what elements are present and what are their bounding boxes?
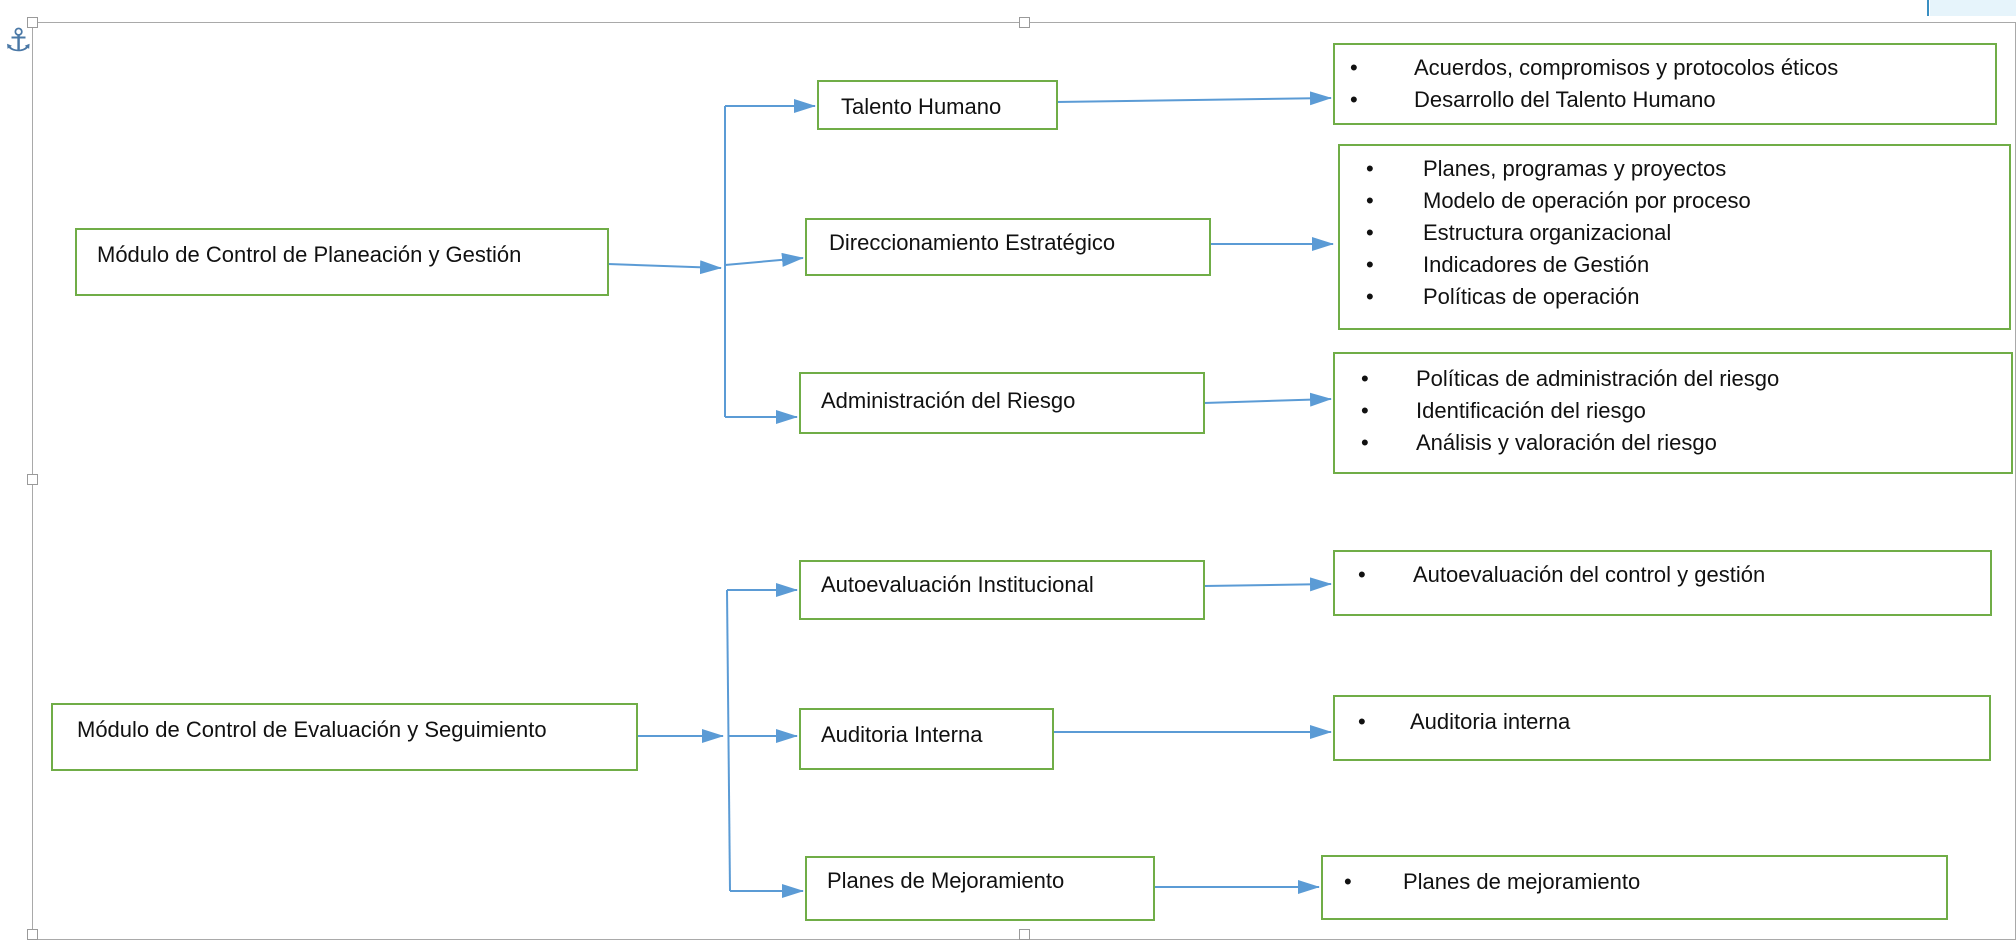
resize-handle-middle-left[interactable] xyxy=(27,474,38,485)
component-title: Talento Humano xyxy=(841,94,1002,119)
module-title: Módulo de Control de Evaluación y Seguim… xyxy=(77,717,547,742)
bullet-icon: • xyxy=(1366,284,1374,309)
component-title: Auditoria Interna xyxy=(821,722,983,747)
module-box-evaluacion-seguimiento[interactable]: Módulo de Control de Evaluación y Seguim… xyxy=(51,703,638,771)
connector-to-direccionamiento xyxy=(724,252,804,267)
elements-box-talento-humano[interactable]: •Acuerdos, compromisos y protocolos étic… xyxy=(1333,43,1997,125)
bullet-icon: • xyxy=(1361,366,1369,391)
bullet-icon: • xyxy=(1366,252,1374,277)
module-title: Módulo de Control de Planeación y Gestió… xyxy=(97,242,522,267)
resize-handle-bottom-center[interactable] xyxy=(1019,929,1030,940)
list-item: •Planes, programas y proyectos xyxy=(1366,156,1727,181)
bullet-icon: • xyxy=(1350,55,1358,80)
list-item: •Acuerdos, compromisos y protocolos étic… xyxy=(1350,55,1839,80)
module-box-planeacion-gestion[interactable]: Módulo de Control de Planeación y Gestió… xyxy=(75,228,609,296)
list-item: •Análisis y valoración del riesgo xyxy=(1361,430,1717,455)
corner-accent-line xyxy=(1927,0,1929,16)
connector-talento-to-list xyxy=(1055,91,1332,106)
component-box-auditoria-interna[interactable]: Auditoria Interna xyxy=(799,708,1054,770)
anchor-icon[interactable]: ⚓ xyxy=(4,21,33,59)
bullet-icon: • xyxy=(1358,709,1366,734)
resize-handle-bottom-left[interactable] xyxy=(27,929,38,940)
component-title: Direccionamiento Estratégico xyxy=(829,230,1116,255)
bullet-icon: • xyxy=(1344,869,1352,894)
component-box-talento-humano[interactable]: Talento Humano xyxy=(817,80,1058,130)
bullet-icon: • xyxy=(1358,562,1366,587)
component-box-administracion-riesgo[interactable]: Administración del Riesgo xyxy=(799,372,1205,434)
connector-module1-to-branch xyxy=(607,260,722,275)
bullet-icon: • xyxy=(1366,156,1374,181)
bullet-icon: • xyxy=(1361,398,1369,423)
component-box-planes-mejoramiento[interactable]: Planes de Mejoramiento xyxy=(805,856,1155,921)
resize-handle-top-center[interactable] xyxy=(1019,17,1030,28)
list-item: •Indicadores de Gestión xyxy=(1366,252,1650,277)
component-title: Planes de Mejoramiento xyxy=(827,868,1065,893)
list-item: •Estructura organizacional xyxy=(1366,220,1672,245)
elements-box-auditoria-interna[interactable]: •Auditoria interna xyxy=(1333,695,1991,761)
list-item: •Autoevaluación del control y gestión xyxy=(1358,562,1766,587)
bullet-icon: • xyxy=(1366,220,1374,245)
elements-box-autoevaluacion[interactable]: •Autoevaluación del control y gestión xyxy=(1333,550,1992,616)
component-box-direccionamiento[interactable]: Direccionamiento Estratégico xyxy=(805,218,1211,276)
list-item: •Políticas de administración del riesgo xyxy=(1361,366,1780,391)
bullet-icon: • xyxy=(1366,188,1374,213)
list-item: •Auditoria interna xyxy=(1358,709,1571,734)
list-item: •Identificación del riesgo xyxy=(1361,398,1646,423)
list-item: •Planes de mejoramiento xyxy=(1344,869,1641,894)
list-item: •Políticas de operación xyxy=(1366,284,1640,309)
connector-module2-trunk xyxy=(726,589,731,892)
corner-accent xyxy=(1930,0,2016,16)
list-item: •Modelo de operación por proceso xyxy=(1366,188,1751,213)
connector-autoevaluacion-to-list xyxy=(1203,577,1332,592)
list-item: •Desarrollo del Talento Humano xyxy=(1350,87,1716,112)
elements-box-planes-mejoramiento[interactable]: •Planes de mejoramiento xyxy=(1321,855,1948,920)
bullet-icon: • xyxy=(1350,87,1358,112)
component-title: Administración del Riesgo xyxy=(821,388,1076,413)
resize-handle-top-left[interactable] xyxy=(27,17,38,28)
component-title: Autoevaluación Institucional xyxy=(821,572,1094,597)
component-box-autoevaluacion[interactable]: Autoevaluación Institucional xyxy=(799,560,1205,620)
bullet-icon: • xyxy=(1361,430,1369,455)
elements-box-administracion-riesgo[interactable]: •Políticas de administración del riesgo … xyxy=(1333,352,2013,474)
elements-box-direccionamiento[interactable]: •Planes, programas y proyectos •Modelo d… xyxy=(1338,144,2011,330)
connector-administracion-to-list xyxy=(1203,392,1332,407)
